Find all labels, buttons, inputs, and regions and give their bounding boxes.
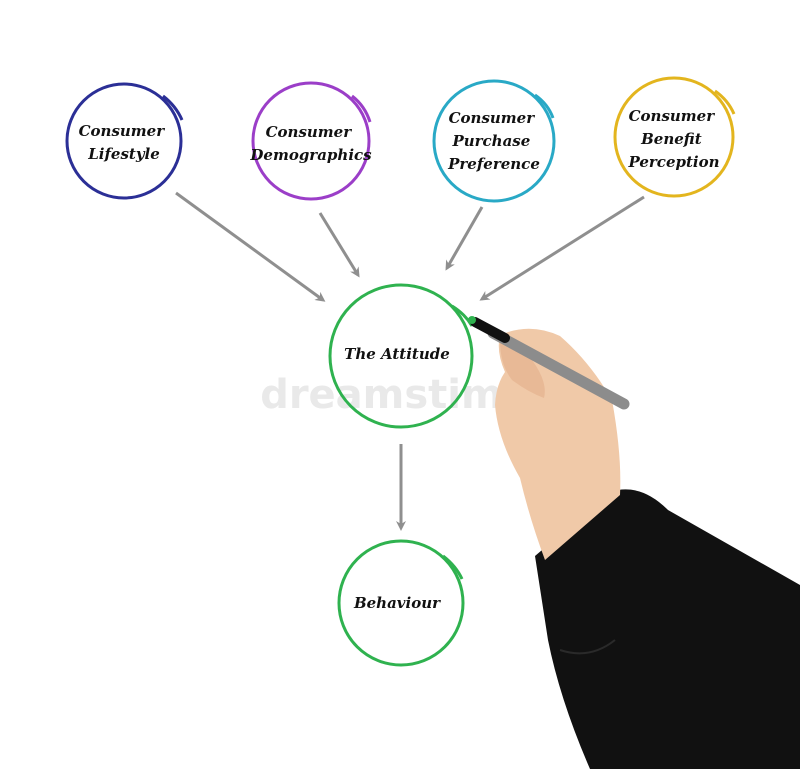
hand-with-marker — [468, 316, 800, 769]
node-label: Consumer Demographics — [249, 123, 372, 164]
node-label: Behaviour — [353, 594, 441, 612]
arrow-purchase-to-attitude — [445, 206, 484, 271]
marker-pen — [468, 316, 630, 410]
arrows — [175, 191, 645, 531]
node-consumer-demographics: Consumer Demographics — [249, 81, 372, 201]
node-consumer-benefit-perception: Consumer Benefit Perception — [613, 76, 736, 198]
node-label: Consumer Purchase Preference — [447, 109, 540, 173]
node-circle — [613, 76, 735, 198]
node-circle-stroke-tail — [351, 94, 372, 123]
node-circle-stroke-tail — [451, 304, 474, 327]
arrow-demographics-to-attitude — [318, 212, 360, 278]
node-circle-stroke-tail — [442, 554, 464, 580]
node-circle — [337, 539, 465, 667]
watermark: dreamstime — [260, 372, 530, 418]
node-circle — [65, 82, 183, 200]
node-circle-stroke-tail — [162, 94, 184, 121]
node-label: Consumer Lifestyle — [79, 122, 170, 163]
node-circle — [251, 81, 371, 201]
node-behaviour: Behaviour — [337, 539, 465, 667]
node-circle-stroke-tail — [534, 93, 555, 119]
marker-body — [487, 327, 630, 410]
node-label-line: Preference — [447, 155, 540, 173]
node-circle — [328, 283, 474, 429]
marker-nib — [468, 316, 476, 324]
node-label-line: Purchase — [451, 132, 530, 150]
node-label-line: Demographics — [249, 146, 372, 164]
node-consumer-purchase-preference: Consumer Purchase Preference — [432, 79, 556, 203]
sleeve — [535, 489, 800, 769]
node-circle — [432, 79, 556, 203]
node-consumer-lifestyle: Consumer Lifestyle — [65, 82, 184, 200]
thumb — [500, 340, 545, 398]
node-label-line: Consumer — [449, 109, 536, 127]
marker-tip — [470, 317, 510, 343]
sleeve-fold — [559, 639, 616, 655]
node-label-line: Consumer — [266, 123, 353, 141]
node-label-line: Lifestyle — [87, 145, 160, 163]
node-label: The Attitude — [344, 345, 450, 363]
node-label-line: Perception — [627, 153, 719, 171]
node-label-line: Benefit — [640, 130, 702, 148]
node-label-line: Consumer — [629, 107, 716, 125]
arrow-lifestyle-to-attitude — [175, 191, 326, 302]
node-circle-stroke-tail — [714, 89, 736, 115]
node-label-line: Consumer — [79, 122, 166, 140]
node-label: Consumer Benefit Perception — [627, 107, 719, 171]
arrow-benefit-to-attitude — [479, 195, 645, 301]
